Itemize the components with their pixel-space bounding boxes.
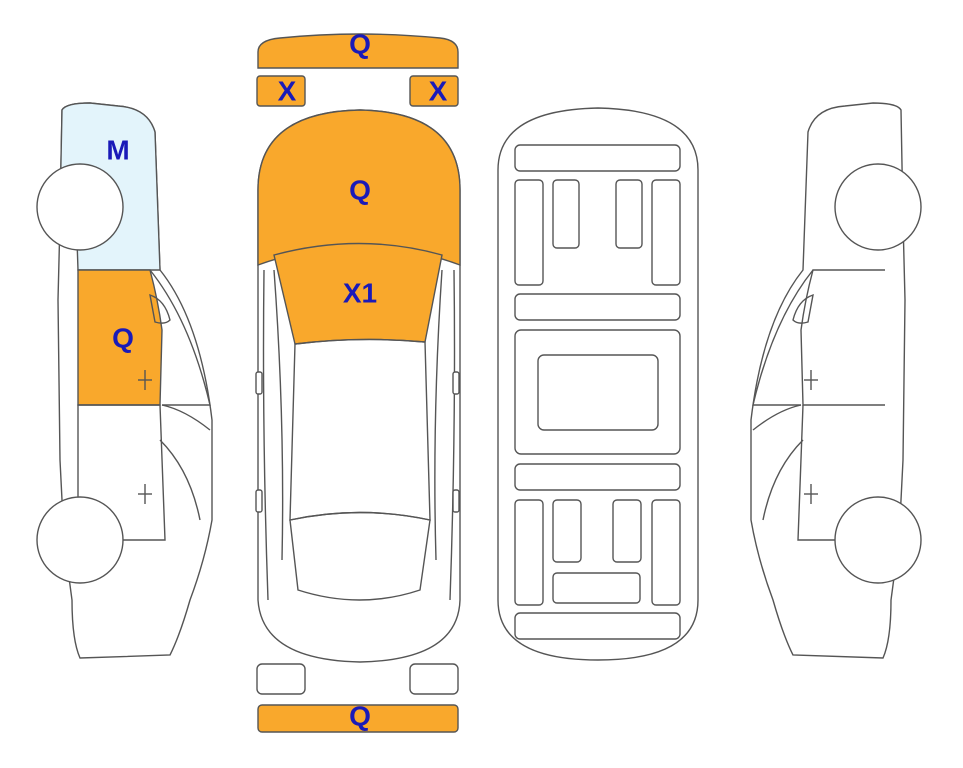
front-bumper-label: Q: [349, 28, 371, 59]
rear-bumper-panel[interactable]: [257, 704, 459, 733]
left-headlight-label: X: [278, 75, 297, 106]
right-rear-wheel-icon: [834, 496, 922, 584]
left-side-view: [36, 102, 213, 659]
right-taillight-panel[interactable]: [409, 663, 459, 695]
left-front-fender-label: M: [106, 134, 129, 165]
top-view: [255, 33, 461, 733]
left-taillight-panel[interactable]: [256, 663, 306, 695]
underbody-view: [497, 107, 699, 661]
rear-bumper-label: Q: [349, 700, 371, 731]
left-rear-wheel-icon: [36, 496, 124, 584]
right-front-wheel-icon: [834, 163, 922, 251]
right-side-view: [750, 102, 922, 659]
hood-label: Q: [349, 174, 371, 205]
left-headlight-panel[interactable]: [256, 75, 306, 107]
left-front-door-panel[interactable]: [77, 269, 163, 406]
left-front-door-label: Q: [112, 322, 134, 353]
left-front-wheel-icon: [36, 163, 124, 251]
front-bumper-panel[interactable]: [257, 33, 459, 69]
right-headlight-panel[interactable]: [409, 75, 459, 107]
windshield-label: X1: [343, 277, 377, 308]
right-headlight-label: X: [429, 75, 448, 106]
